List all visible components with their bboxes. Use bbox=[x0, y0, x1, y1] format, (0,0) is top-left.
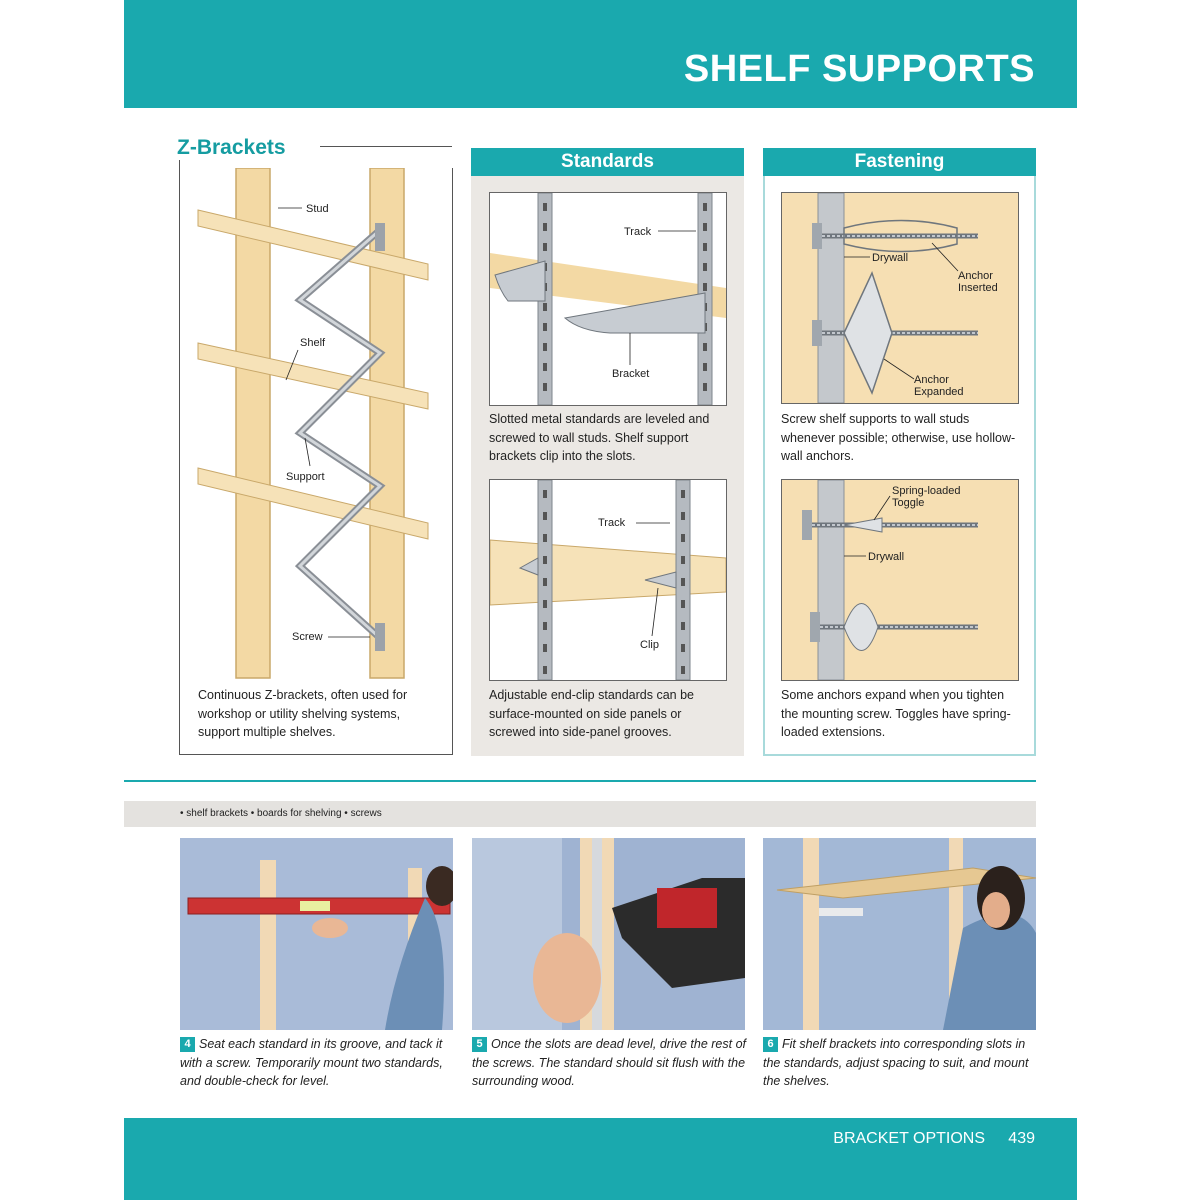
standards-bottom-illustration: Track Clip bbox=[489, 479, 727, 681]
fastening-top-caption: Screw shelf supports to wall studs whene… bbox=[781, 412, 1016, 463]
step-5-number: 5 bbox=[472, 1037, 487, 1052]
standards-bottom-caption: Adjustable end-clip standards can be sur… bbox=[489, 688, 694, 739]
page-title: SHELF SUPPORTS bbox=[683, 48, 1035, 90]
standards-label-clip: Clip bbox=[640, 639, 659, 651]
fastening-label-toggle-2: Toggle bbox=[892, 497, 924, 509]
section-divider bbox=[124, 780, 1036, 782]
fastening-label-drywall-bottom: Drywall bbox=[868, 551, 904, 563]
fastening-bottom-illustration: Spring-loaded Toggle Drywall bbox=[781, 479, 1019, 681]
fastening-label-toggle-1: Spring-loaded bbox=[892, 485, 961, 497]
zbrackets-label-screw: Screw bbox=[292, 631, 323, 643]
fastening-bottom-caption: Some anchors expand when you tighten the… bbox=[781, 688, 1011, 739]
fastening-title: Fastening bbox=[763, 148, 1036, 176]
step-4-text: Seat each standard in its groove, and ta… bbox=[180, 1037, 443, 1088]
step-4-photo bbox=[180, 838, 453, 1030]
fastening-label-anchor-expanded-2: Expanded bbox=[914, 386, 964, 398]
footer-band: BRACKET OPTIONS 439 bbox=[124, 1118, 1077, 1200]
standards-title: Standards bbox=[471, 148, 744, 176]
step-5-text: Once the slots are dead level, drive the… bbox=[472, 1037, 746, 1088]
zbrackets-caption: Continuous Z-brackets, often used for wo… bbox=[198, 688, 408, 739]
zbrackets-label-support: Support bbox=[286, 471, 325, 483]
tools-materials-strip: • shelf brackets • boards for shelving •… bbox=[124, 801, 1036, 827]
header-band: SHELF SUPPORTS bbox=[124, 0, 1077, 108]
standards-label-track: Track bbox=[624, 226, 652, 238]
step-5-photo bbox=[472, 838, 745, 1030]
standards-label-bracket: Bracket bbox=[612, 368, 649, 380]
zbrackets-title: Z-Brackets bbox=[177, 136, 292, 160]
zbrackets-label-shelf: Shelf bbox=[300, 337, 326, 349]
fastening-label-anchor-inserted-1: Anchor bbox=[958, 270, 993, 282]
step-6-text: Fit shelf brackets into corresponding sl… bbox=[763, 1037, 1029, 1088]
zbrackets-illustration: Stud Shelf Support Screw bbox=[197, 167, 429, 679]
standards-top-illustration: Track Bracket bbox=[489, 192, 727, 406]
standards-top-caption: Slotted metal standards are leveled and … bbox=[489, 412, 710, 463]
standards-label-track-bottom: Track bbox=[598, 517, 626, 529]
zbrackets-panel: Stud Shelf Support Screw Continuous Z-br… bbox=[179, 167, 453, 755]
step-4-number: 4 bbox=[180, 1037, 195, 1052]
fastening-label-anchor-expanded-1: Anchor bbox=[914, 374, 949, 386]
fastening-top-illustration: Drywall Anchor Inserted Anchor Expanded bbox=[781, 192, 1019, 404]
zbrackets-title-rule bbox=[320, 146, 452, 147]
step-6-number: 6 bbox=[763, 1037, 778, 1052]
footer-section-title: BRACKET OPTIONS bbox=[833, 1130, 985, 1147]
step-6-photo bbox=[763, 838, 1036, 1030]
zbrackets-label-stud: Stud bbox=[306, 203, 329, 215]
fastening-label-anchor-inserted-2: Inserted bbox=[958, 282, 998, 294]
page-number: 439 bbox=[1008, 1130, 1035, 1147]
fastening-label-drywall: Drywall bbox=[872, 252, 908, 264]
